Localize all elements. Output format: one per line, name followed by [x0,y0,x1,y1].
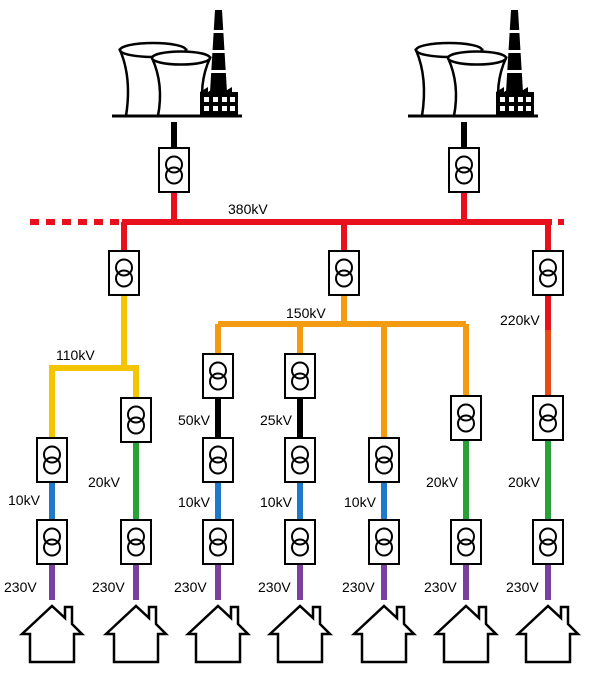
house-icon [352,604,416,664]
transformer-icon [36,437,68,483]
voltage-label-v20: 20kV [508,474,541,490]
voltage-labels: 380kV 150kV 220kV 110kV 50kV 25kV 20kV 20kV 20kV… [4,201,541,595]
wire-110kv [49,294,127,438]
voltage-label-v230: 230V [174,579,207,595]
voltage-label-v10: 10kV [8,492,41,508]
voltage-label-v10: 10kV [178,494,211,510]
transformer-icon [284,353,316,399]
transformer-icon [284,519,316,565]
house-icon [186,604,250,664]
house-icon [104,604,168,664]
voltage-label-v20: 20kV [88,474,121,490]
voltage-label-v150: 150kV [286,305,326,321]
transformer-icon [202,519,234,565]
house-icon [268,604,332,664]
wire-110kv [124,365,139,398]
transformer-icon [202,353,234,399]
power-plant-icon [110,8,244,118]
transformer-icon [36,519,68,565]
voltage-label-v110: 110kV [56,347,95,363]
transformer-icon [284,437,316,483]
voltage-label-v10: 10kV [344,494,377,510]
transformer-icon [532,395,564,441]
transformer-icon [202,437,234,483]
voltage-label-v230: 230V [506,579,539,595]
transformer-icon [120,397,152,443]
transformer-icon [448,147,480,193]
transformer-icon [450,395,482,441]
voltage-label-v50: 50kV [178,412,211,428]
transformer-icon [532,250,564,296]
voltage-label-v230: 230V [92,579,125,595]
voltage-label-v230: 230V [258,579,291,595]
house-icon [434,604,498,664]
transformer-icon [120,519,152,565]
house-icon [516,604,580,664]
voltage-label-v380: 380kV [228,201,268,217]
voltage-label-v20: 20kV [426,474,459,490]
voltage-label-v220: 220kV [500,312,540,328]
voltage-label-v230: 230V [4,579,37,595]
voltage-label-v25: 25kV [260,412,293,428]
wires [30,122,564,600]
transformer-icon [368,437,400,483]
house-icon [20,604,84,664]
transformer-icon [532,519,564,565]
power-plants [110,8,540,118]
transformer-icon [368,519,400,565]
voltage-label-v230: 230V [424,579,457,595]
transformer-icon [158,147,190,193]
transformer-icon [328,250,360,296]
voltage-label-v10: 10kV [260,494,293,510]
power-plant-icon [406,8,540,118]
voltage-label-v230: 230V [342,579,375,595]
transformer-icon [450,519,482,565]
transformer-icon [108,250,140,296]
